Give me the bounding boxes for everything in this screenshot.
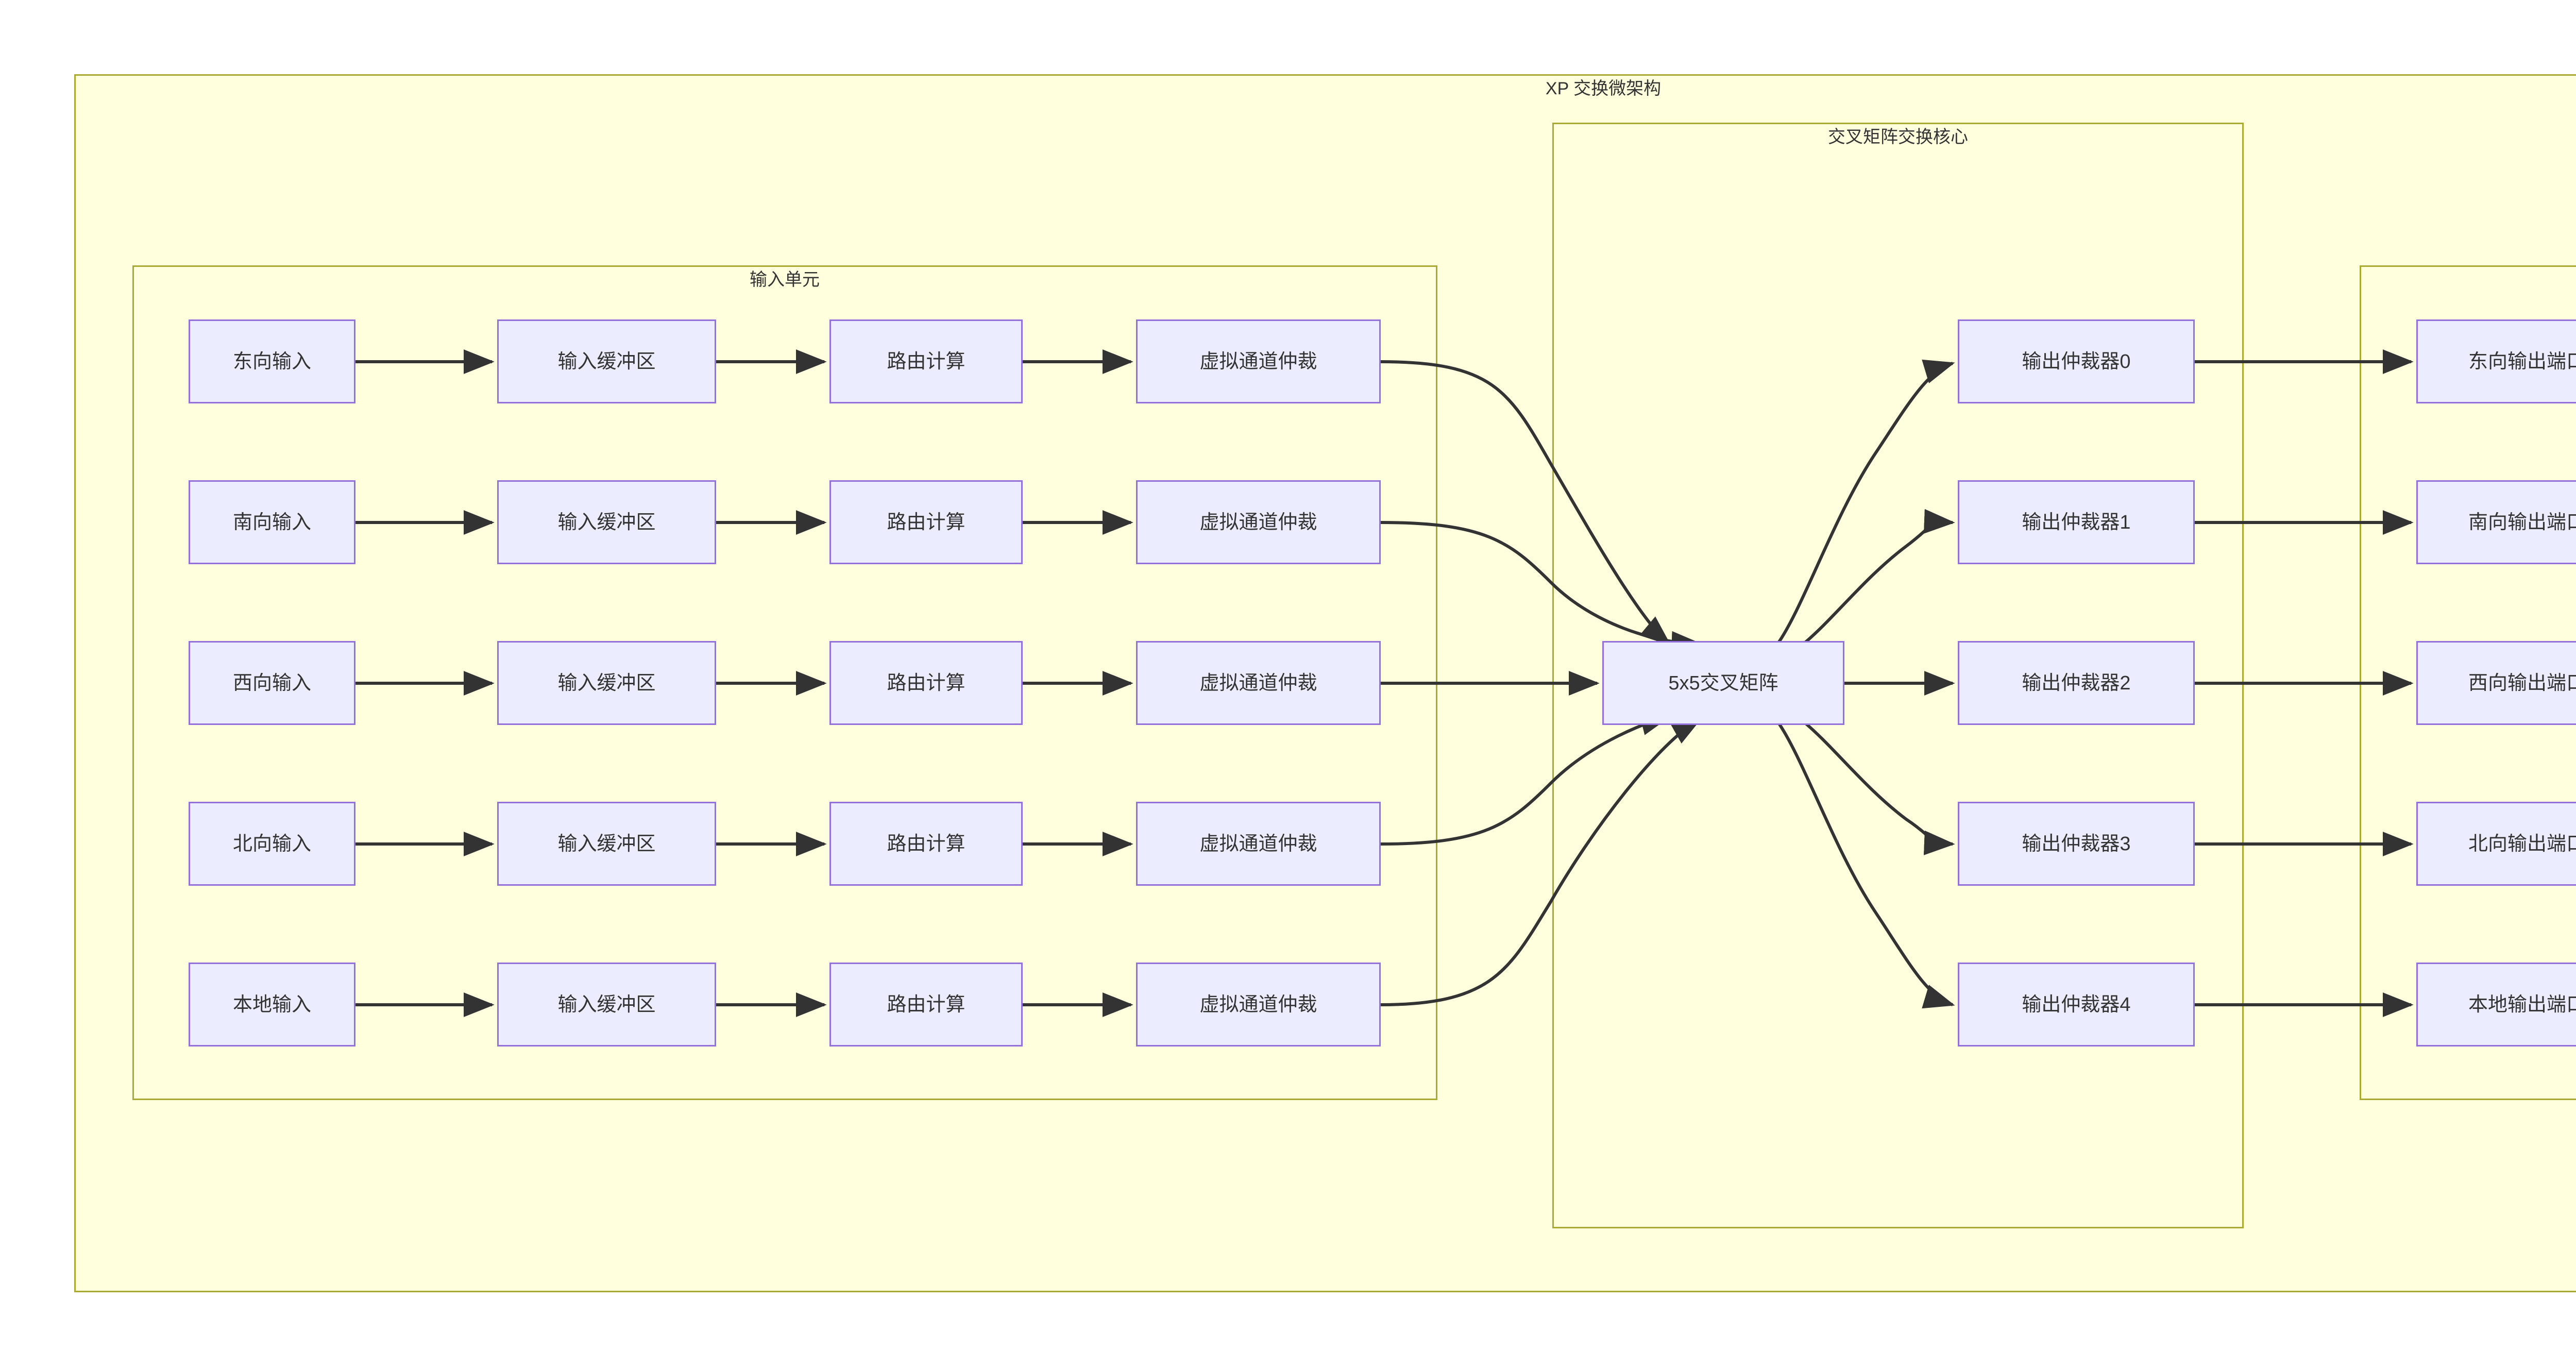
node-input-buffer[interactable]: 输入缓冲区 (497, 319, 716, 403)
node-output-port[interactable]: 本地输出端口 (2416, 963, 2576, 1047)
node-input-source[interactable]: 北向输入 (189, 802, 355, 886)
node-crossbar-matrix[interactable]: 5x5交叉矩阵 (1602, 641, 1844, 725)
node-input-buffer[interactable]: 输入缓冲区 (497, 802, 716, 886)
node-input-buffer[interactable]: 输入缓冲区 (497, 963, 716, 1047)
node-routing-compute[interactable]: 路由计算 (829, 480, 1023, 564)
node-routing-compute[interactable]: 路由计算 (829, 963, 1023, 1047)
node-output-port[interactable]: 西向输出端口 (2416, 641, 2576, 725)
node-output-arbiter[interactable]: 输出仲裁器1 (1958, 480, 2195, 564)
node-output-port[interactable]: 南向输出端口 (2416, 480, 2576, 564)
node-output-arbiter[interactable]: 输出仲裁器2 (1958, 641, 2195, 725)
node-vc-arbiter[interactable]: 虚拟通道仲裁 (1136, 480, 1381, 564)
node-input-buffer[interactable]: 输入缓冲区 (497, 641, 716, 725)
node-input-source[interactable]: 东向输入 (189, 319, 355, 403)
node-routing-compute[interactable]: 路由计算 (829, 802, 1023, 886)
cluster-input-unit-label: 输入单元 (750, 270, 820, 290)
node-input-buffer[interactable]: 输入缓冲区 (497, 480, 716, 564)
node-vc-arbiter[interactable]: 虚拟通道仲裁 (1136, 802, 1381, 886)
node-routing-compute[interactable]: 路由计算 (829, 641, 1023, 725)
node-routing-compute[interactable]: 路由计算 (829, 319, 1023, 403)
node-input-source[interactable]: 西向输入 (189, 641, 355, 725)
node-input-source[interactable]: 南向输入 (189, 480, 355, 564)
node-vc-arbiter[interactable]: 虚拟通道仲裁 (1136, 963, 1381, 1047)
cluster-crossbar-core-label: 交叉矩阵交换核心 (1828, 127, 1968, 147)
node-output-arbiter[interactable]: 输出仲裁器0 (1958, 319, 2195, 403)
node-output-port[interactable]: 东向输出端口 (2416, 319, 2576, 403)
cluster-root-label: XP 交换微架构 (1545, 79, 1662, 98)
node-input-source[interactable]: 本地输入 (189, 963, 355, 1047)
node-vc-arbiter[interactable]: 虚拟通道仲裁 (1136, 319, 1381, 403)
node-output-port[interactable]: 北向输出端口 (2416, 802, 2576, 886)
node-output-arbiter[interactable]: 输出仲裁器3 (1958, 802, 2195, 886)
node-output-arbiter[interactable]: 输出仲裁器4 (1958, 963, 2195, 1047)
node-vc-arbiter[interactable]: 虚拟通道仲裁 (1136, 641, 1381, 725)
